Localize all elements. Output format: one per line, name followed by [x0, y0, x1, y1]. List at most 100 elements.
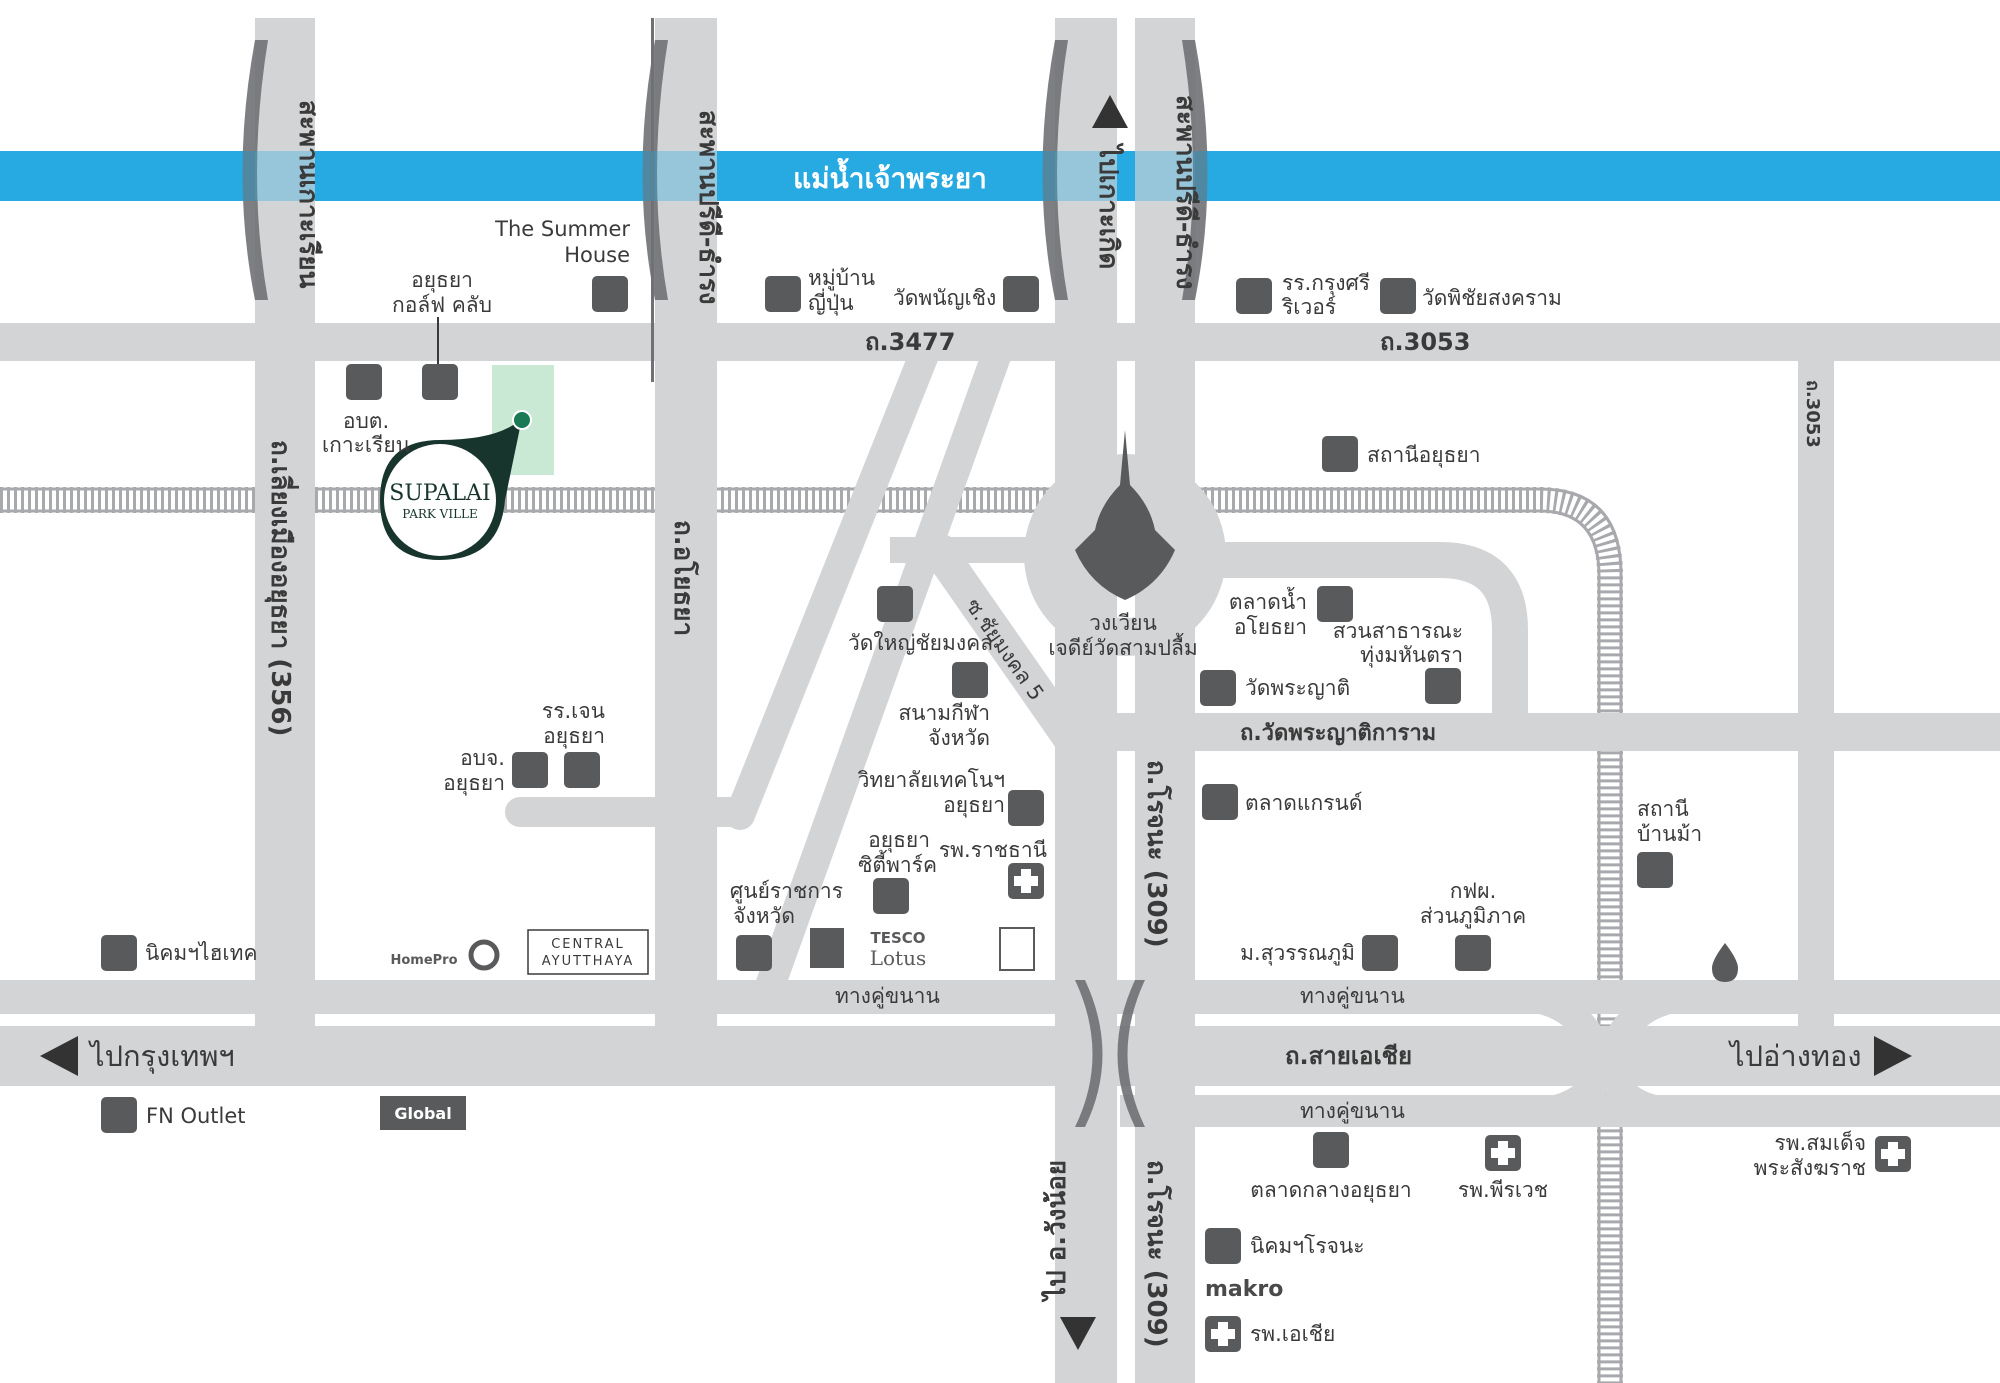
river-band [0, 151, 2000, 201]
golf-icon [422, 364, 458, 400]
wat-phichai-label: วัดพิชัยสงคราม [1422, 286, 1562, 310]
hitech-label: นิคมฯไฮเทค [145, 941, 258, 965]
tech-college-label-2: อยุธยา [943, 793, 1005, 818]
government-icon [512, 752, 548, 788]
wat-phrayat-label: วัดพระญาติ [1245, 676, 1350, 700]
cart-icon [101, 1097, 137, 1133]
rojana-estate-label: นิคมฯโรจนะ [1250, 1234, 1365, 1258]
krungsri-river-label: รร.กรุงศรี [1282, 271, 1370, 296]
obt-kohrian-label: อบต. [343, 409, 389, 433]
project-name: SUPALAI [389, 481, 490, 506]
tech-college-label: วิทยาลัยเทคโนฯ [857, 768, 1005, 792]
road-label-356: ถ.เลี่ยงเมืองอยุธยา (356) [264, 440, 300, 736]
somdet-label-2: พระสังฆราช [1754, 1156, 1866, 1180]
arrow-north-label: ไปเกาะเกิด [1093, 142, 1125, 269]
central-logo-frame [527, 929, 649, 975]
wat-phananchoeng-label: วัดพนัญเชิง [893, 286, 996, 310]
train-icon [1322, 436, 1358, 472]
stadium-icon [952, 662, 988, 698]
obt-kohrian-label-2: เกาะเรียน [322, 433, 410, 457]
summer-house-label-2: House [564, 243, 630, 267]
grand-market-label: ตลาดแกรนด์ [1245, 791, 1362, 815]
japan-village-label-2: ญี่ปุ่น [808, 288, 854, 316]
place-labels: The Summer House อยุธยา กอล์ฟ คลับ อบต. … [145, 217, 1866, 1346]
central-logo-2: AYUTTHAYA [542, 954, 634, 969]
cart-icon [1317, 586, 1353, 622]
obj-label: อบจ. [460, 746, 505, 770]
restaurant-icon [592, 276, 628, 312]
road-label-rojana-south: ถ.โรจนะ (309) [1141, 1160, 1173, 1348]
village-icon [765, 276, 801, 312]
pea-label: กฟผ. [1450, 879, 1497, 903]
road-3053-vertical [1798, 323, 1834, 1028]
road-label-3053: ถ.3053 [1380, 328, 1470, 356]
ratchathani-label: รพ.ราชธานี [939, 838, 1047, 862]
road-label-frontage-1: ทางคู่ขนาน [835, 984, 940, 1009]
park-label-2: ทุ่งมหันตรา [1360, 643, 1463, 668]
banma-station-label-2: บ้านม้า [1637, 822, 1702, 846]
cart-icon [1202, 784, 1238, 820]
central-market-label: ตลาดกลางอยุธยา [1250, 1178, 1411, 1203]
arrow-south-label: ไป อ.วังน้อย [1040, 1160, 1072, 1303]
suvarnabhumi-label: ม.สุวรรณภูมิ [1240, 941, 1355, 966]
makro-label: makro [1205, 1277, 1283, 1302]
road-356 [255, 18, 315, 1028]
golf-club-label-2: กอล์ฟ คลับ [392, 293, 492, 317]
arrow-east-icon [1874, 1036, 1912, 1076]
arrow-north-icon [1092, 95, 1128, 128]
road-uthong [655, 18, 717, 1028]
road-diagonals [725, 325, 2000, 1126]
road-label-uthong: ถ.อโยธยา [668, 520, 700, 636]
road-label-asia: ถ.สายเอเชีย [1285, 1042, 1412, 1070]
brand-logos: HomePro CENTRAL AYUTTHAYA TESCO Lotus Gl… [380, 927, 1035, 1130]
summer-house-label: The Summer [494, 217, 630, 241]
poi-icons [101, 276, 1911, 1352]
bigc-logo [468, 939, 500, 971]
tesco-logo: TESCO [870, 929, 925, 947]
stadium-label-2: จังหวัด [928, 726, 990, 750]
government-icon [346, 364, 382, 400]
central-logo: CENTRAL [551, 937, 625, 952]
park-label: สวนสาธารณะ [1333, 619, 1463, 643]
road-label-frontage-3: ทางคู่ขนาน [1300, 1099, 1405, 1124]
direction-arrows [40, 95, 1912, 1350]
city-park-label: อยุธยา [868, 828, 930, 853]
road-watphrayat [1110, 713, 2000, 751]
school-icon [564, 752, 600, 788]
krungsri-river-label-2: ริเวอร์ [1281, 295, 1336, 319]
road-label-bridge-2: สะพานปรีดี-ธำรง [693, 110, 723, 305]
stadium-label: สนามกีฬา [898, 701, 990, 725]
train-icon [1637, 852, 1673, 888]
power-icon [1455, 935, 1491, 971]
hotel-icon [1236, 278, 1272, 314]
obj-label-2: อยุธยา [443, 771, 505, 796]
road-network [0, 18, 2000, 1383]
global-logo-bg [380, 1096, 466, 1130]
ayutthaya-station-label: สถานีอยุธยา [1367, 443, 1481, 468]
graduation-icon [1362, 935, 1398, 971]
floating-market-label: ตลาดน้ำ [1229, 587, 1307, 614]
river-overlay [0, 151, 2000, 201]
arrow-south-icon [1060, 1317, 1096, 1350]
project-pin[interactable]: SUPALAI PARK VILLE [380, 410, 532, 560]
road-label-rojana-north: ถ.โรจนะ (309) [1141, 760, 1173, 948]
global-logo: Global [394, 1104, 451, 1123]
city-park-label-2: ซิตี้พาร์ค [858, 850, 937, 877]
temple-icon [1380, 278, 1416, 314]
fn-outlet-label: FN Outlet [146, 1104, 246, 1128]
cart-icon [1313, 1132, 1349, 1168]
road-rojana-west [1055, 18, 1117, 1383]
banma-station-label: สถานี [1637, 797, 1689, 821]
chen-school-label: รร.เจน [542, 699, 605, 723]
pirawet-label: รพ.พีรเวช [1458, 1178, 1548, 1202]
road-label-bridge-1: สะพานเกาะเรียน [293, 100, 323, 289]
bridge-shadows [242, 40, 1208, 1127]
asia-hospital-label: รพ.เอเชีย [1250, 1322, 1335, 1346]
hospital-crosses [1014, 869, 1905, 1346]
chedi-icon [1075, 430, 1175, 600]
graduation-icon [1008, 790, 1044, 826]
temple-icon [1003, 276, 1039, 312]
floating-market-label-2: อโยธยา [1234, 615, 1307, 639]
